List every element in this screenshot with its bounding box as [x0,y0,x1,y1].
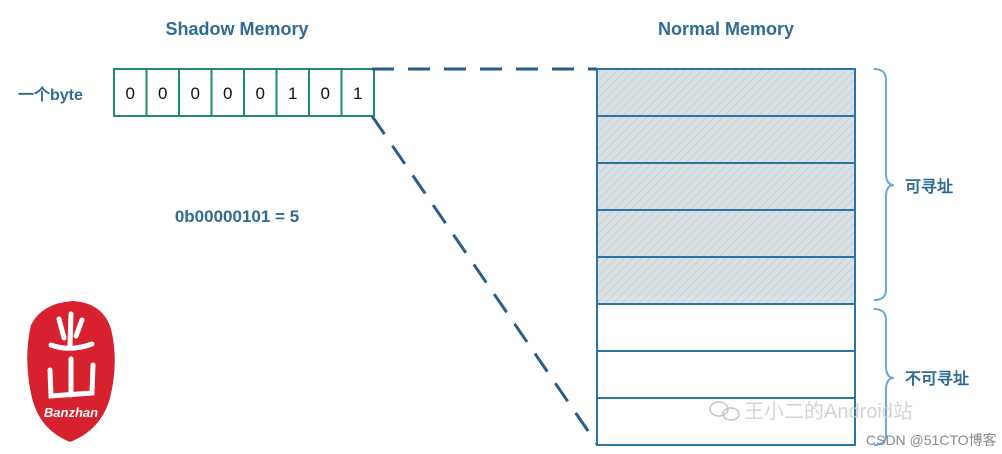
addressable-brace [873,68,895,301]
bit-cell [243,68,278,117]
logo-brush-top-icon [48,311,95,351]
bit-value: 1 [353,84,362,103]
bit-cell [308,68,343,117]
normal-memory-blocks [596,68,856,446]
shadow-byte-bits: 0 0 0 0 0 1 0 1 [113,68,375,117]
bit-value: 0 [191,84,200,103]
memory-block-addressable [596,162,856,211]
wechat-watermark-text: 王小二的Android站 [744,400,913,423]
bit-cell [145,68,180,117]
memory-block-addressable [596,115,856,164]
wechat-icon [709,401,740,421]
bit-value: 0 [223,84,232,103]
bit-cell [113,68,148,117]
memory-block-not-addressable [596,350,856,399]
bit-cell [340,68,375,117]
binary-expression: 0b00000101 = 5 [175,207,299,226]
shadow-memory-title: Shadow Memory [165,19,308,39]
bit-cell [178,68,213,117]
memory-block-addressable [596,68,856,117]
bit-value: 0 [321,84,330,103]
memory-block-not-addressable [596,303,856,352]
mapping-line-bottom [370,115,599,445]
bit-value: 1 [288,84,297,103]
logo-text: Banzhan [44,405,98,420]
memory-block-not-addressable [596,397,856,446]
memory-block-addressable [596,209,856,258]
byte-label: 一个byte [18,85,83,104]
logo-brush-bottom-icon [47,356,96,399]
bit-value: 0 [158,84,167,103]
csdn-watermark: CSDN @51CTO博客 [866,432,997,448]
not-addressable-label: 不可寻址 [905,369,969,388]
wechat-watermark: 王小二的Android站 [709,400,913,423]
bit-value: 0 [256,84,265,103]
bit-value: 0 [126,84,135,103]
banzhan-logo: Banzhan [27,301,115,442]
memory-block-addressable [596,256,856,305]
not-addressable-brace [873,308,895,446]
normal-memory-title: Normal Memory [658,19,794,39]
addressable-label: 可寻址 [905,177,953,196]
